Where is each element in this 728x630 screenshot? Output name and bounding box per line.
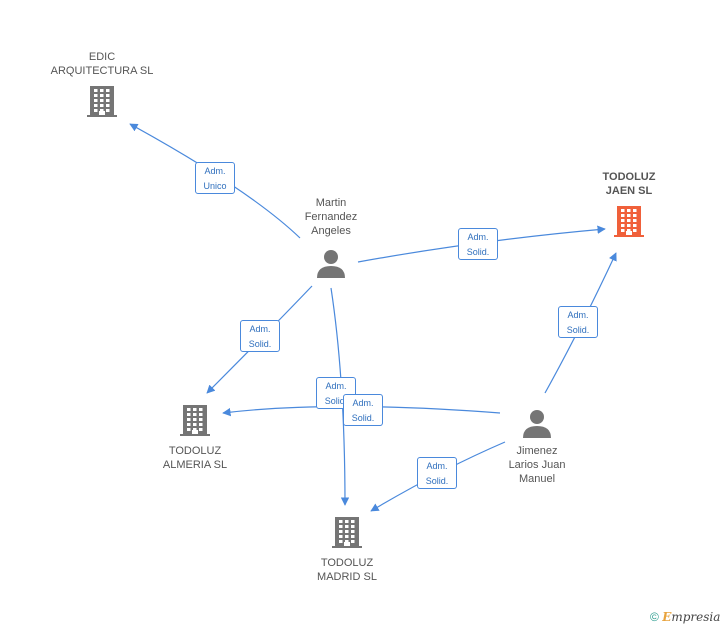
node-label-line: Larios Juan — [508, 459, 566, 471]
edge-label-line: Unico — [203, 181, 227, 191]
building-icon-edic[interactable] — [86, 84, 118, 123]
node-label-line: TODOLUZ — [168, 445, 222, 457]
edge-label-line: Solid. — [324, 396, 348, 406]
person-icon-jimenez[interactable] — [522, 408, 552, 443]
copyright-icon: © — [650, 610, 659, 624]
node-label-line: Fernandez — [304, 211, 358, 223]
node-label-line: Angeles — [311, 225, 351, 237]
edge-label-line: Solid. — [466, 247, 490, 257]
node-label-line: TODOLUZ — [602, 171, 656, 183]
edge-label-line: Solid. — [425, 476, 449, 486]
building-icon-almeria[interactable] — [179, 403, 211, 442]
node-label-line: Manuel — [518, 473, 556, 485]
node-label-line: JAEN SL — [605, 185, 653, 197]
building-icon-madrid[interactable] — [331, 515, 363, 554]
edge-label-martin-to-almeria[interactable]: Adm. Solid. — [240, 320, 280, 352]
edge-label-line: Adm. — [325, 381, 347, 391]
node-label-line: TODOLUZ — [320, 557, 374, 569]
edge-label-line: Adm. — [567, 310, 589, 320]
node-label-line: Martin — [315, 197, 347, 209]
edge-label-martin-to-jaen[interactable]: Adm. Solid. — [458, 228, 498, 260]
footer-brand[interactable]: © Empresia — [650, 610, 720, 624]
edge-label-line: Solid. — [566, 325, 590, 335]
edge-label-line: Adm. — [467, 232, 489, 242]
node-label-line: MADRID SL — [317, 571, 377, 583]
edge-label-line: Adm. — [426, 461, 448, 471]
building-icon-jaen[interactable] — [613, 204, 645, 243]
node-label-jaen[interactable]: TODOLUZ JAEN SL — [603, 170, 656, 198]
edge-label-line: Solid. — [351, 413, 375, 423]
edge-label-jimenez-to-jaen[interactable]: Adm. Solid. — [558, 306, 598, 338]
edge-label-line: Solid. — [248, 339, 272, 349]
edge-label-line: Adm. — [204, 166, 226, 176]
edge-label-line: Adm. — [352, 398, 374, 408]
edge-label-martin-to-edic[interactable]: Adm. Unico — [195, 162, 235, 194]
edge-label-jimenez-to-madrid[interactable]: Adm. Solid. — [417, 457, 457, 489]
edge-label-jimenez-to-almeria[interactable]: Adm. Solid. — [343, 394, 383, 426]
node-label-almeria[interactable]: TODOLUZ ALMERIA SL — [163, 444, 227, 472]
node-label-line: ARQUITECTURA SL — [50, 65, 154, 77]
node-label-line: Jimenez — [516, 445, 558, 457]
node-label-edic[interactable]: EDIC ARQUITECTURA SL — [51, 50, 154, 78]
node-label-madrid[interactable]: TODOLUZ MADRID SL — [317, 556, 377, 584]
node-label-line: EDIC — [88, 51, 116, 63]
edge-label-line: Adm. — [249, 324, 271, 334]
person-icon-martin[interactable] — [316, 248, 346, 283]
empresia-logo: Empresia — [662, 610, 721, 624]
node-label-line: ALMERIA SL — [162, 459, 228, 471]
